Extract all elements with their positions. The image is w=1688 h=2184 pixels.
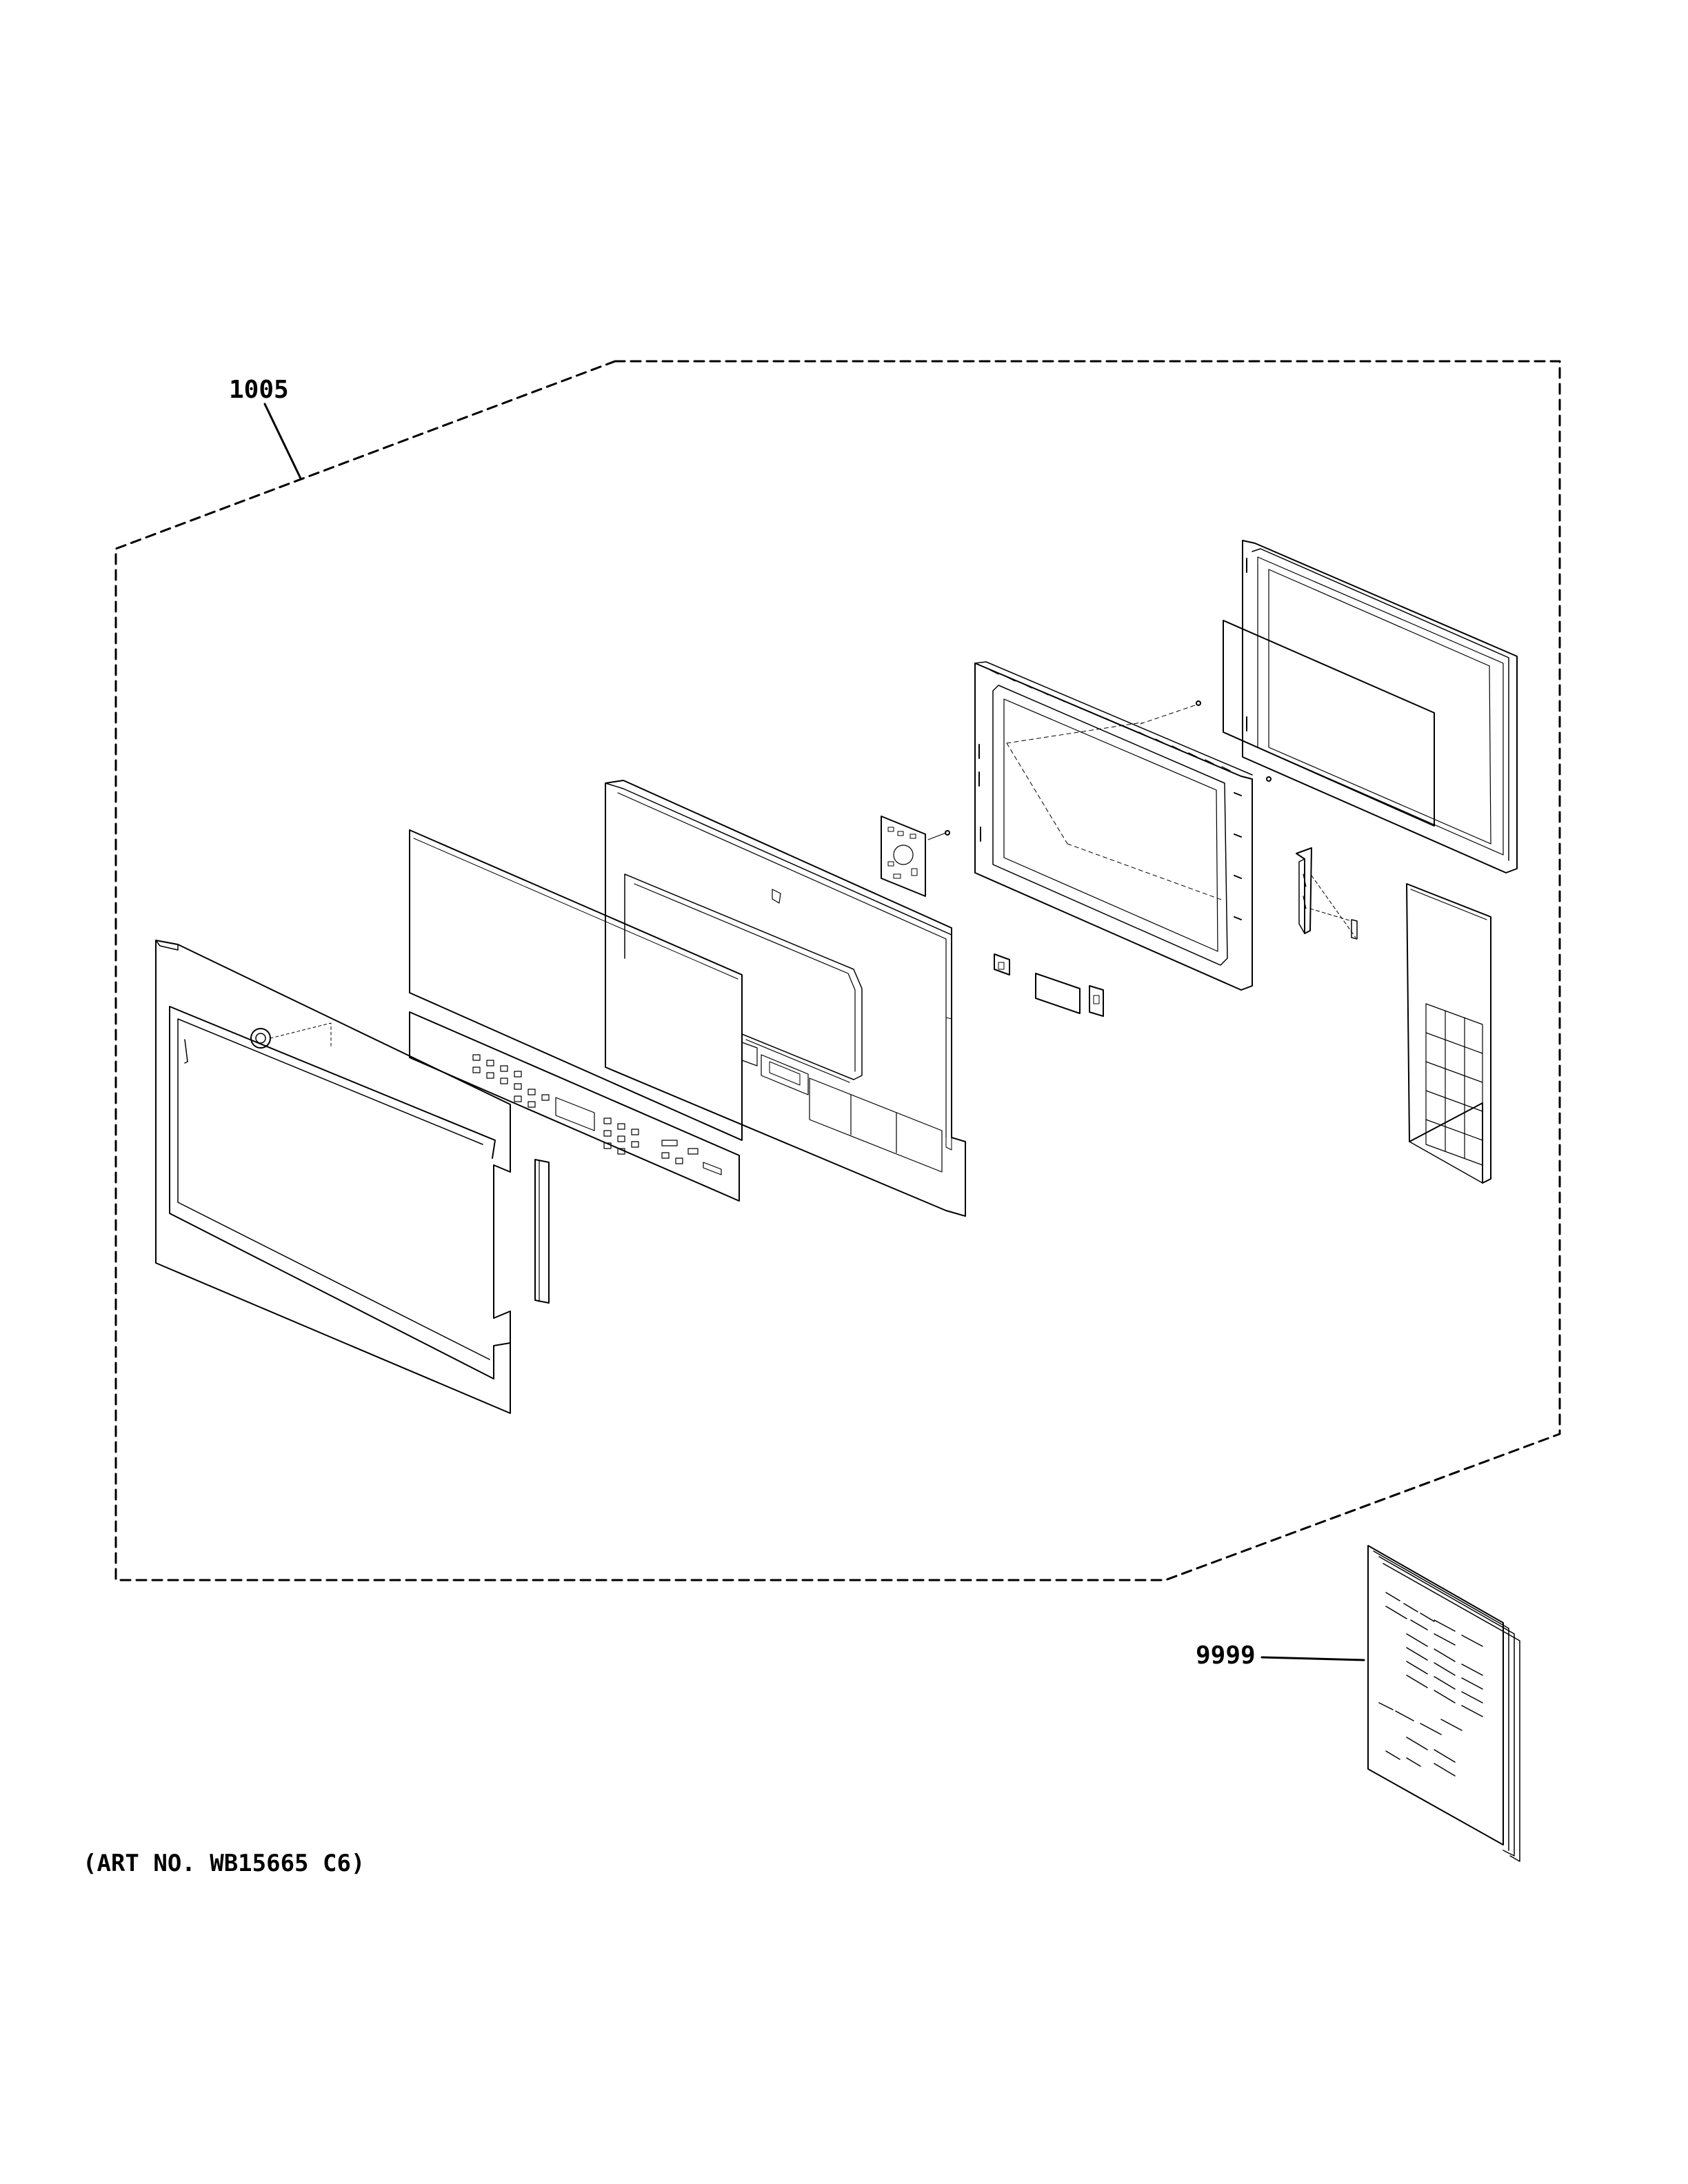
- owners-manual-icon: [1368, 1546, 1520, 1861]
- control-panel-membrane: [410, 1012, 739, 1201]
- knob-icon: [251, 1029, 270, 1048]
- callout-9999-label: 9999: [1196, 1641, 1256, 1670]
- control-board: [881, 816, 950, 896]
- door-rear-frame: [1243, 540, 1517, 873]
- door-frame: [605, 780, 965, 1216]
- leader-line-1005: [265, 404, 301, 478]
- assembly-boundary: [116, 361, 1560, 1580]
- door-outer-panel: [156, 940, 510, 1413]
- vent-cover-panel: [1407, 884, 1491, 1183]
- hinge-bracket: [1296, 848, 1357, 939]
- leader-line-9999: [1262, 1657, 1364, 1660]
- callout-1005-label: 1005: [229, 376, 289, 404]
- control-glass: [410, 830, 742, 1140]
- interlock-switches: [994, 954, 1103, 1016]
- inner-door-frame: [975, 662, 1271, 990]
- door-glass-inner: [1223, 620, 1434, 826]
- door-trim-strip: [535, 1160, 549, 1303]
- art-number-label: (ART NO. WB15665 C6): [83, 1850, 365, 1877]
